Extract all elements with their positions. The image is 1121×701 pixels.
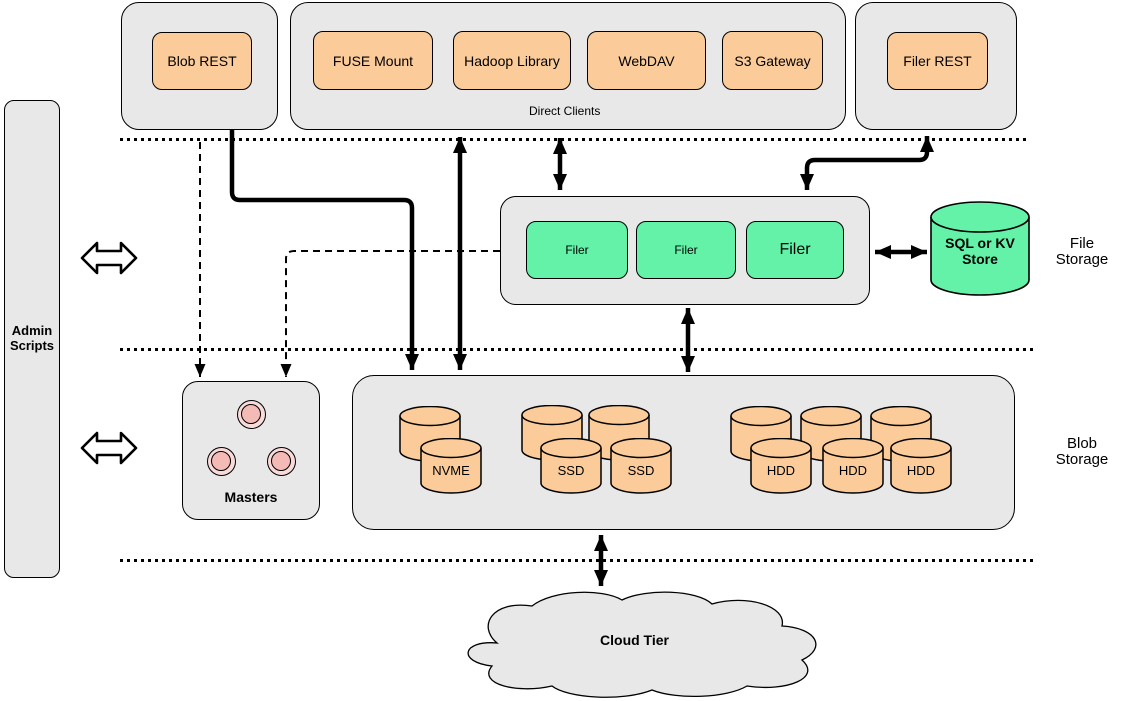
hdd-label-2: HDD (838, 463, 868, 478)
filer-label-3: Filer (779, 241, 811, 258)
hdd-cylinder-back-3 (870, 406, 932, 462)
ssd-label-1: SSD (557, 463, 585, 478)
ssd-cylinder-front-1: SSD (540, 438, 602, 494)
sql-kv-store-cylinder: SQL or KV Store (930, 201, 1030, 298)
admin-scripts-box: Admin Scripts (4, 100, 60, 578)
sql-kv-store-line2: Store (962, 251, 998, 268)
master-node-3-core (271, 451, 291, 471)
ssd-label-2: SSD (627, 463, 655, 478)
filer-label-1: Filer (565, 243, 589, 257)
masters-group: Masters (182, 381, 320, 520)
sql-kv-store-label: SQL or KV Store (930, 235, 1030, 267)
admin-scripts-line2: Scripts (9, 338, 55, 353)
hdd-cylinder-front-2: HDD (822, 438, 884, 494)
filer-rest-label: Filer REST (903, 53, 972, 69)
hdd-label-1: HDD (766, 463, 796, 478)
master-node-1-core (241, 404, 261, 424)
admin-scripts-label: Admin Scripts (9, 323, 55, 354)
admin-scripts-line1: Admin (11, 323, 53, 339)
filer-node-3: Filer (746, 221, 844, 279)
s3-gateway-node: S3 Gateway (722, 31, 823, 90)
blob-rest-label: Blob REST (167, 53, 237, 69)
file-storage-section-label: File Storage (1032, 235, 1121, 269)
nvme-label: NVME (432, 463, 470, 478)
nvme-cylinder-front: NVME (420, 438, 482, 494)
master-node-3 (267, 447, 296, 476)
blob-rest-node: Blob REST (152, 32, 252, 90)
admin-blob-storage-double-arrow-icon (80, 431, 138, 465)
fuse-mount-node: FUSE Mount (313, 31, 433, 90)
connector-dashed-filer-masters (280, 250, 500, 377)
webdav-label: WebDAV (618, 52, 675, 69)
ssd-cylinder-front-2: SSD (610, 438, 672, 494)
webdav-node: WebDAV (587, 31, 706, 90)
blob-storage-line1: Blob (1066, 435, 1098, 452)
admin-file-storage-double-arrow-icon (80, 241, 138, 275)
connector-filerrest-filer (800, 136, 934, 190)
cloud-tier-label: Cloud Tier (600, 632, 669, 648)
separator-blob-cloud (120, 559, 1036, 562)
hadoop-library-node: Hadoop Library (453, 31, 571, 90)
fuse-mount-label: FUSE Mount (332, 52, 414, 69)
cloud-tier-shape: Cloud Tier (437, 588, 832, 698)
separator-file-blob-storage (120, 348, 1036, 351)
filer-node-1: Filer (526, 221, 628, 279)
filer-label-2: Filer (674, 243, 698, 257)
separator-clients-file-storage (120, 138, 1030, 141)
blob-rest-group: Blob REST (121, 2, 278, 130)
filer-rest-node: Filer REST (887, 32, 988, 90)
hdd-cylinder-front-3: HDD (890, 438, 952, 494)
direct-clients-group: FUSE Mount Hadoop Library WebDAV S3 Gate… (290, 2, 846, 130)
direct-clients-caption: Direct Clients (529, 104, 601, 118)
filer-rest-group: Filer REST (855, 2, 1017, 130)
s3-gateway-label: S3 Gateway (734, 52, 811, 69)
file-storage-line2: Storage (1055, 251, 1109, 269)
connector-blobrest-to-blobstorage (229, 130, 419, 370)
master-node-2-core (211, 451, 231, 471)
sql-kv-store-line1: SQL or KV (945, 235, 1015, 251)
hdd-label-3: HDD (906, 463, 936, 478)
master-node-1 (237, 400, 266, 429)
file-storage-line1: File (1069, 235, 1095, 252)
blob-storage-line2: Storage (1055, 451, 1109, 469)
blob-storage-section-label: Blob Storage (1032, 435, 1121, 469)
filer-cluster-group: Filer Filer Filer (500, 196, 870, 305)
master-node-2 (207, 447, 236, 476)
masters-label: Masters (224, 489, 278, 505)
hadoop-library-label: Hadoop Library (464, 52, 560, 69)
filer-node-2: Filer (636, 221, 736, 279)
hdd-cylinder-front-1: HDD (750, 438, 812, 494)
